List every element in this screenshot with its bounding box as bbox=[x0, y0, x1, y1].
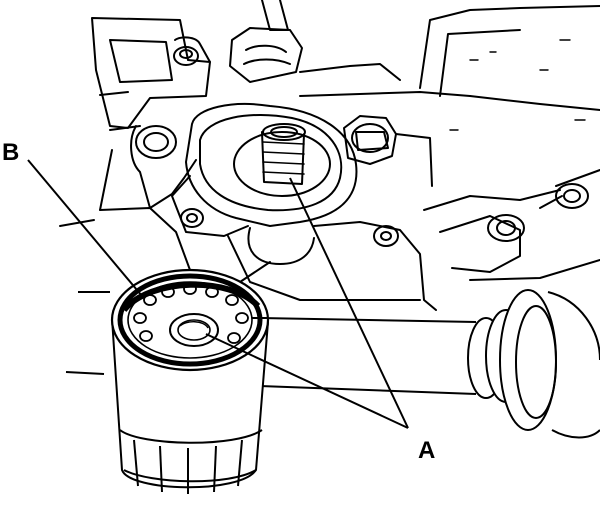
leader-lines bbox=[27, 159, 409, 429]
oil-filter bbox=[110, 268, 270, 494]
tube-assembly bbox=[259, 289, 600, 439]
engine-block bbox=[59, 0, 600, 311]
callout-a: A bbox=[418, 437, 435, 464]
dash-marks bbox=[65, 291, 268, 375]
callout-b: B bbox=[2, 139, 19, 166]
